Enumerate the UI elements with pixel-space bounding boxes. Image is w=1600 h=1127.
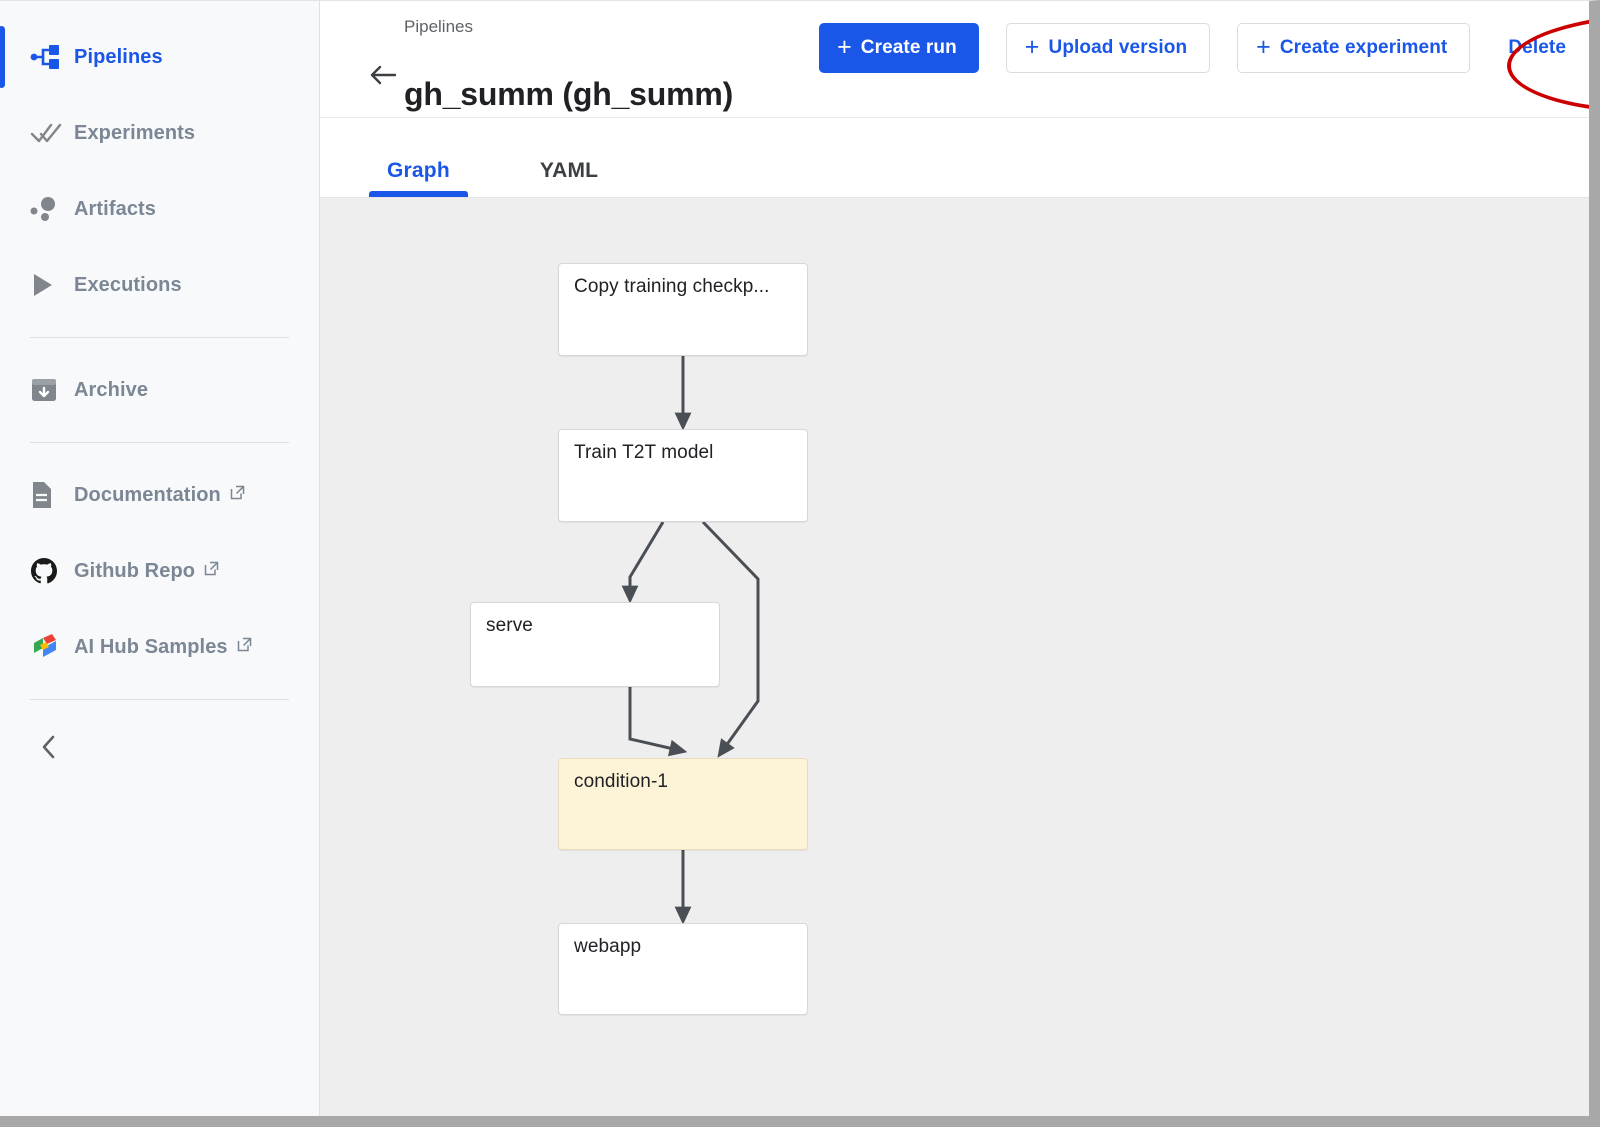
- graph-node-label: Train T2T model: [574, 442, 714, 463]
- pipelines-icon: [30, 44, 74, 70]
- upload-version-button[interactable]: + Upload version: [1005, 23, 1211, 73]
- sidebar-item-artifacts[interactable]: Artifacts: [0, 171, 319, 247]
- create-run-button[interactable]: + Create run: [819, 23, 979, 73]
- tab-bar: Graph YAML: [320, 118, 1589, 197]
- sidebar-item-label: Artifacts: [74, 197, 157, 220]
- artifacts-icon: [30, 196, 74, 222]
- ai-hub-icon: [30, 632, 74, 662]
- external-link-icon: [230, 485, 245, 505]
- tab-graph[interactable]: Graph: [369, 159, 468, 197]
- sidebar-item-label: Experiments: [74, 121, 196, 144]
- graph-node-train[interactable]: Train T2T model: [558, 429, 808, 522]
- sidebar-item-github-repo[interactable]: Github Repo: [0, 533, 319, 609]
- plus-icon: +: [1256, 32, 1271, 61]
- sidebar-item-label: Executions: [74, 273, 182, 296]
- graph-node-label: webapp: [574, 936, 642, 957]
- page-header: Pipelines gh_summ (gh_summ) + Create run…: [320, 1, 1589, 118]
- upload-version-label: Upload version: [1048, 37, 1188, 58]
- page-title: gh_summ (gh_summ): [404, 76, 734, 113]
- header-actions: + Create run + Upload version + Create e…: [819, 23, 1572, 73]
- tab-graph-label: Graph: [387, 159, 450, 182]
- sidebar: Pipelines Experiments Artifacts: [0, 1, 320, 1116]
- github-icon: [30, 557, 74, 585]
- tab-yaml-label: YAML: [539, 159, 599, 182]
- sidebar-collapse-button[interactable]: [0, 714, 319, 784]
- sidebar-item-label: Documentation: [74, 483, 221, 506]
- graph-edge-train-to-serve: [621, 521, 665, 604]
- delete-label: Delete: [1508, 37, 1566, 58]
- sidebar-item-pipelines[interactable]: Pipelines: [0, 19, 319, 95]
- sidebar-item-label: Archive: [74, 378, 149, 401]
- sidebar-item-executions[interactable]: Executions: [0, 247, 319, 323]
- archive-icon: [30, 377, 74, 403]
- document-icon: [30, 481, 74, 509]
- graph-inner: Copy training checkp... Train T2T model se…: [320, 198, 1589, 1116]
- sidebar-item-label: AI Hub Samples: [74, 635, 228, 658]
- sidebar-item-label: Pipelines: [74, 45, 163, 68]
- active-indicator-bar: [0, 26, 5, 88]
- plus-icon: +: [1024, 32, 1040, 61]
- graph-node-condition[interactable]: condition-1: [558, 758, 808, 850]
- sidebar-item-experiments[interactable]: Experiments: [0, 95, 319, 171]
- create-experiment-label: Create experiment: [1279, 37, 1448, 58]
- create-experiment-button[interactable]: + Create experiment: [1237, 23, 1471, 73]
- breadcrumb[interactable]: Pipelines: [404, 17, 473, 36]
- graph-node-label: Copy training checkp...: [574, 276, 770, 297]
- graph-node-webapp[interactable]: webapp: [558, 923, 808, 1015]
- chevron-left-icon: [38, 733, 60, 766]
- create-run-label: Create run: [860, 37, 957, 58]
- graph-node-label: serve: [486, 615, 533, 636]
- arrow-left-icon[interactable]: [366, 58, 400, 92]
- sidebar-item-ai-hub-samples[interactable]: AI Hub Samples: [0, 609, 319, 685]
- main-content: Pipelines gh_summ (gh_summ) + Create run…: [320, 1, 1589, 1116]
- sidebar-item-documentation[interactable]: Documentation: [0, 457, 319, 533]
- plus-icon: +: [837, 32, 852, 61]
- sidebar-divider-2: [30, 442, 289, 443]
- tab-yaml[interactable]: YAML: [522, 159, 616, 197]
- graph-node-serve[interactable]: serve: [470, 602, 720, 687]
- sidebar-divider-1: [30, 337, 289, 338]
- graph-node-label: condition-1: [574, 771, 669, 792]
- pipeline-graph-canvas[interactable]: Copy training checkp... Train T2T model se…: [320, 197, 1589, 1116]
- executions-icon: [30, 272, 74, 298]
- external-link-icon: [237, 637, 252, 657]
- experiments-icon: [30, 121, 74, 145]
- graph-node-copy[interactable]: Copy training checkp...: [558, 263, 808, 356]
- sidebar-divider-3: [30, 699, 289, 700]
- external-link-icon: [204, 561, 219, 581]
- sidebar-item-archive[interactable]: Archive: [0, 352, 319, 428]
- graph-edge-serve-to-condition: [628, 687, 688, 757]
- delete-button[interactable]: Delete: [1502, 23, 1572, 73]
- sidebar-item-label: Github Repo: [74, 559, 196, 582]
